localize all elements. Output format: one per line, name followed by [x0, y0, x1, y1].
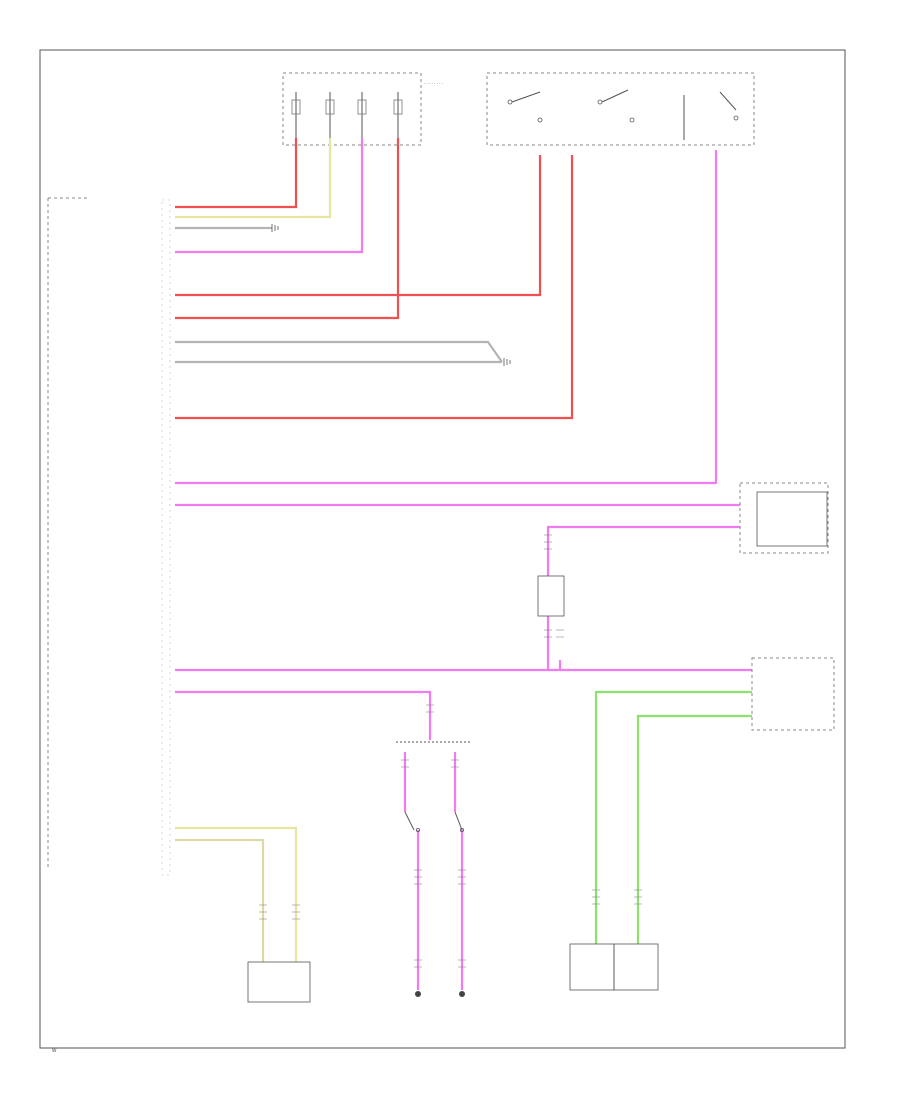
switch-contact-2 — [597, 89, 635, 123]
page-code: W — [52, 1048, 57, 1054]
wire-tan-lamp-2 — [175, 838, 265, 962]
wire-green-seatbelt-1 — [594, 690, 752, 944]
switch-contact-1 — [507, 91, 543, 123]
seatbelt-switch-left — [569, 943, 615, 991]
wire-pink-door-switch-feed — [175, 690, 432, 740]
wire-pink-accessory — [175, 150, 718, 485]
wire-red-battery-1 — [175, 138, 298, 209]
seatbelt-switch-right — [613, 943, 659, 991]
gray-wires — [175, 226, 503, 364]
wire-pink-signal — [175, 660, 562, 672]
ground-point-icon — [415, 991, 421, 997]
fuse-box-outline — [282, 72, 422, 146]
wire-red-ignition-start — [175, 155, 574, 420]
right-door-switch — [454, 811, 464, 833]
red-wires — [175, 138, 574, 420]
wire-red-ignition-run — [175, 155, 542, 297]
wire-pink-cluster-out — [546, 525, 740, 670]
wire-yellow-battery — [175, 138, 332, 219]
ground-icon — [503, 358, 511, 366]
yellow-wires — [175, 138, 332, 219]
left-door-switch — [404, 811, 420, 833]
ground-symbols — [271, 224, 511, 366]
fuse-box: · · · · · · · · — [282, 72, 443, 146]
fuse-box-label-blur: · · · · · · · · — [424, 81, 443, 86]
restraints-module — [751, 657, 835, 731]
ignition-switch — [486, 72, 755, 146]
instrument-cluster — [739, 482, 829, 554]
reader-lamp-wires — [175, 826, 298, 962]
reader-lamp — [247, 961, 311, 1003]
connector-marks — [259, 534, 642, 968]
green-wires — [594, 690, 752, 944]
seatbelt-switches — [569, 943, 659, 991]
wire-gray-ground-2 — [175, 340, 503, 363]
fuse-1 — [291, 92, 301, 138]
switch-contact-icon — [459, 828, 464, 833]
bcm-connector-pins — [161, 199, 171, 876]
body-control-module — [47, 197, 171, 876]
ignition-switch-outline — [486, 72, 755, 146]
inline-connector — [537, 575, 565, 617]
pink-wires — [175, 138, 752, 990]
ground-icon — [271, 224, 279, 232]
reader-lamp-body — [247, 961, 311, 1003]
fuse-4 — [393, 92, 403, 138]
wire-pink-battery-3 — [175, 138, 364, 254]
fuse-2 — [325, 92, 335, 138]
switch-contact-icon — [415, 828, 420, 833]
ground-point-icon — [459, 991, 465, 997]
wire-yellow-lamp-1 — [175, 826, 298, 962]
door-grounds — [415, 991, 465, 997]
switch-contact-3 — [719, 91, 739, 121]
restraints-module-outline — [751, 657, 835, 731]
wire-green-seatbelt-2 — [636, 714, 752, 944]
inline-connector-body — [537, 575, 565, 617]
instrument-cluster-body — [756, 491, 828, 547]
wire-red-battery-2 — [175, 138, 400, 320]
diagram-frame — [39, 49, 846, 1049]
instrument-cluster-outline — [739, 482, 829, 554]
fuse-3 — [357, 92, 367, 138]
bcm-outline — [47, 197, 90, 870]
